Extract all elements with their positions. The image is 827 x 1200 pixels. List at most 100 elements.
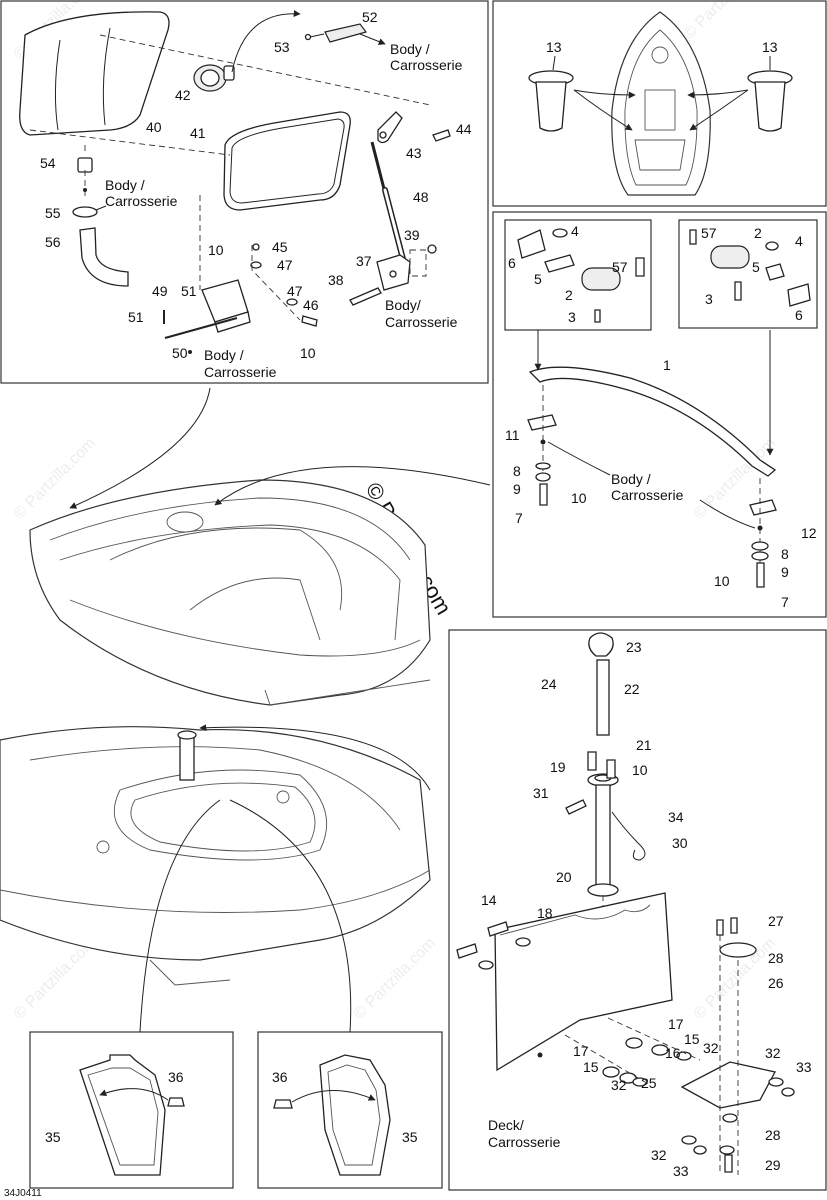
- svg-text:5: 5: [534, 271, 542, 287]
- svg-text:53: 53: [274, 39, 290, 55]
- svg-text:Carrosserie: Carrosserie: [488, 1134, 561, 1150]
- windshield-40: [19, 11, 170, 136]
- svg-text:6: 6: [508, 255, 516, 271]
- svg-text:15: 15: [684, 1031, 700, 1047]
- panel-top-left: [0, 0, 489, 384]
- svg-text:Deck/: Deck/: [488, 1117, 524, 1133]
- svg-text:3: 3: [705, 291, 713, 307]
- svg-text:25: 25: [641, 1075, 657, 1091]
- svg-text:36: 36: [272, 1069, 288, 1085]
- panel-bottom-left-detail: [29, 1031, 234, 1189]
- diagram-code: 34J0411: [4, 1188, 42, 1199]
- svg-text:54: 54: [40, 155, 56, 171]
- svg-text:32: 32: [703, 1040, 719, 1056]
- svg-text:34: 34: [668, 809, 684, 825]
- svg-text:32: 32: [765, 1045, 781, 1061]
- svg-text:51: 51: [181, 283, 197, 299]
- svg-text:16: 16: [665, 1045, 681, 1061]
- svg-text:56: 56: [45, 234, 61, 250]
- svg-text:8: 8: [513, 463, 521, 479]
- svg-text:49: 49: [152, 283, 168, 299]
- grab-handle-labels: 4 6 57 5 2 3 57 2 4 5 3 6 1 11 Body / Ca…: [505, 223, 817, 610]
- svg-text:5: 5: [752, 259, 760, 275]
- detail-panels: [79, 1054, 391, 1176]
- svg-text:2: 2: [565, 287, 573, 303]
- svg-text:33: 33: [673, 1163, 689, 1179]
- svg-text:17: 17: [668, 1016, 684, 1032]
- cupholder-right-13: [747, 70, 793, 132]
- cupholder-left-13: [528, 70, 574, 132]
- svg-text:22: 22: [624, 681, 640, 697]
- svg-text:© Partzilla.com: © Partzilla.com: [351, 935, 439, 1023]
- svg-text:43: 43: [406, 145, 422, 161]
- svg-text:57: 57: [701, 225, 717, 241]
- svg-text:Body /: Body /: [390, 41, 430, 57]
- knob-42: [193, 64, 235, 92]
- svg-text:Carrosserie: Carrosserie: [385, 314, 458, 330]
- svg-text:Body /: Body /: [611, 471, 651, 487]
- svg-text:4: 4: [571, 223, 579, 239]
- svg-text:33: 33: [796, 1059, 812, 1075]
- top-right-parts: [528, 11, 793, 196]
- svg-text:28: 28: [765, 1127, 781, 1143]
- svg-text:45: 45: [272, 239, 288, 255]
- svg-text:47: 47: [277, 257, 293, 273]
- svg-text:29: 29: [765, 1157, 781, 1173]
- svg-text:7: 7: [781, 594, 789, 610]
- svg-text:20: 20: [556, 869, 572, 885]
- inset-box-left: [504, 219, 652, 331]
- svg-text:24: 24: [541, 676, 557, 692]
- svg-text:Body/: Body/: [385, 297, 421, 313]
- svg-text:32: 32: [611, 1077, 627, 1093]
- svg-text:23: 23: [626, 639, 642, 655]
- panel-top-right: [492, 0, 827, 207]
- svg-text:50: 50: [172, 345, 188, 361]
- svg-text:10: 10: [571, 490, 587, 506]
- svg-text:35: 35: [402, 1129, 418, 1145]
- svg-text:13: 13: [546, 39, 562, 55]
- svg-text:Body /: Body /: [105, 177, 145, 193]
- grab-handle-parts: [517, 228, 811, 588]
- svg-text:26: 26: [768, 975, 784, 991]
- boat-bow-view: [0, 724, 431, 1033]
- svg-text:© Partzilla.com: © Partzilla.com: [681, 0, 769, 43]
- svg-text:3: 3: [568, 309, 576, 325]
- svg-text:35: 35: [45, 1129, 61, 1145]
- svg-text:6: 6: [795, 307, 803, 323]
- panel-middle-right: [492, 211, 827, 618]
- svg-text:8: 8: [781, 546, 789, 562]
- svg-text:40: 40: [146, 119, 162, 135]
- svg-text:39: 39: [404, 227, 420, 243]
- svg-text:51: 51: [128, 309, 144, 325]
- svg-text:31: 31: [533, 785, 549, 801]
- svg-text:13: 13: [762, 39, 778, 55]
- svg-text:10: 10: [714, 573, 730, 589]
- svg-text:Carrosserie: Carrosserie: [204, 364, 277, 380]
- svg-text:46: 46: [303, 297, 319, 313]
- svg-text:4: 4: [795, 233, 803, 249]
- svg-text:30: 30: [672, 835, 688, 851]
- svg-text:41: 41: [190, 125, 206, 141]
- panel-lower-right: [448, 629, 827, 1191]
- svg-text:14: 14: [481, 892, 497, 908]
- svg-text:55: 55: [45, 205, 61, 221]
- svg-text:12: 12: [801, 525, 817, 541]
- svg-text:9: 9: [781, 564, 789, 580]
- svg-text:36: 36: [168, 1069, 184, 1085]
- svg-text:37: 37: [356, 253, 372, 269]
- svg-text:Carrosserie: Carrosserie: [611, 487, 684, 503]
- svg-text:47: 47: [287, 283, 303, 299]
- svg-text:10: 10: [208, 242, 224, 258]
- svg-text:9: 9: [513, 481, 521, 497]
- svg-text:28: 28: [768, 950, 784, 966]
- svg-text:21: 21: [636, 737, 652, 753]
- top-left-parts: [19, 10, 451, 354]
- svg-text:27: 27: [768, 913, 784, 929]
- svg-text:19: 19: [550, 759, 566, 775]
- svg-text:10: 10: [300, 345, 316, 361]
- svg-text:1: 1: [663, 357, 671, 373]
- post-assembly-parts: [456, 632, 795, 1175]
- inset-box-right: [678, 219, 818, 329]
- svg-text:Body /: Body /: [204, 347, 244, 363]
